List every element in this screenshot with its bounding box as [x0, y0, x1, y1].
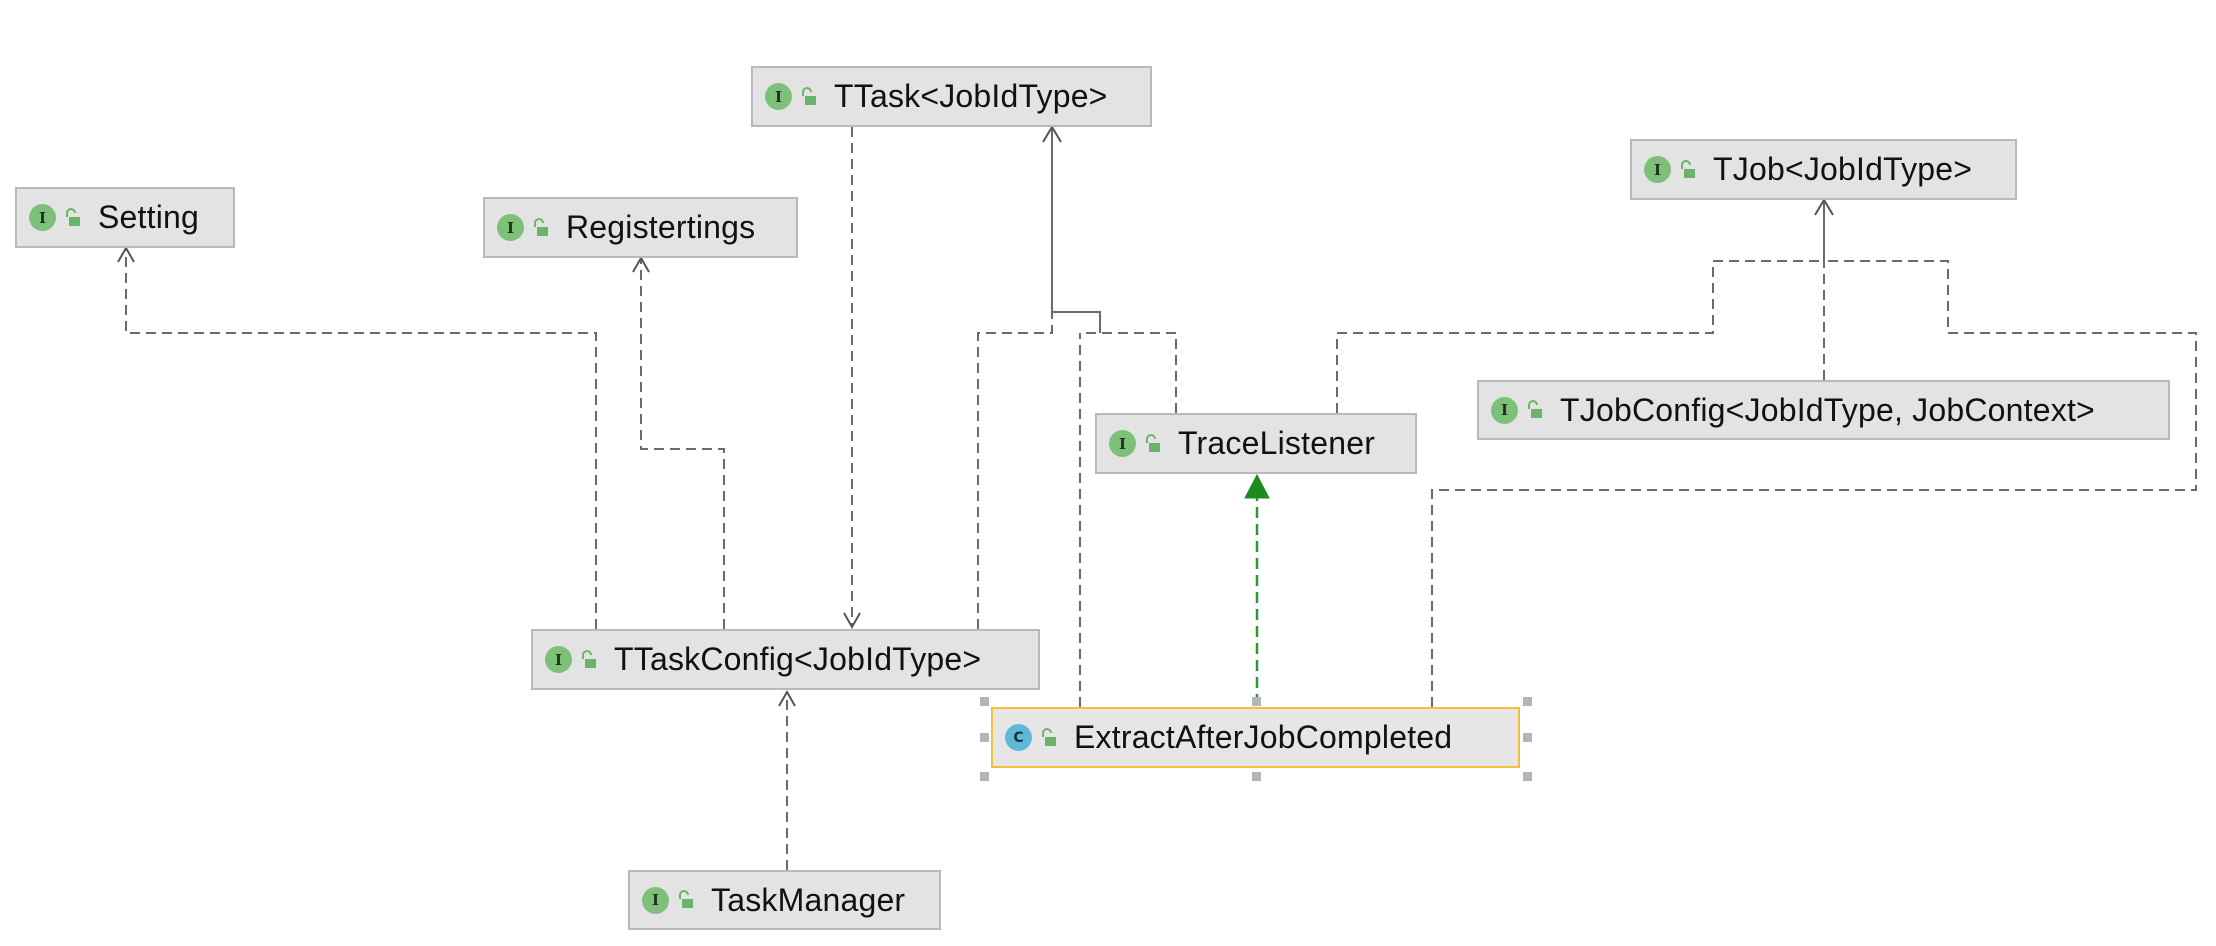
arrowhead-ttask — [1042, 125, 1062, 143]
interface-icon: I — [29, 204, 56, 231]
edge-extract-tjob — [1431, 260, 2197, 707]
resize-handle-bottom-right[interactable] — [1523, 772, 1532, 781]
edge-ttaskconfig-registertings — [640, 258, 725, 629]
interface-icon: I — [1491, 396, 1518, 424]
node-registertings[interactable]: I Registertings — [483, 197, 798, 258]
resize-handle-top-right[interactable] — [1523, 697, 1532, 706]
interface-icon: I — [497, 214, 524, 241]
public-visibility-icon — [1528, 400, 1542, 418]
edge-tracelistener-ttask — [1051, 127, 1101, 333]
public-visibility-icon — [679, 890, 693, 908]
node-label: TJobConfig<JobIdType, JobContext> — [1560, 391, 2095, 428]
node-label: TaskManager — [711, 881, 906, 918]
node-label: Registertings — [566, 209, 756, 245]
public-visibility-icon — [534, 217, 548, 236]
node-label: TTaskConfig<JobIdType> — [614, 641, 982, 677]
node-label: TraceListener — [1178, 425, 1376, 461]
node-tracelistener[interactable]: I TraceListener — [1095, 413, 1417, 474]
resize-handle-top-middle[interactable] — [1252, 697, 1261, 706]
interface-icon: I — [642, 886, 669, 914]
arrowhead-setting — [117, 245, 135, 263]
resize-handle-top-left[interactable] — [980, 697, 989, 706]
arrowhead-registertings — [632, 255, 650, 273]
edge-tracelistener-tjob — [1336, 260, 1824, 413]
node-label: ExtractAfterJobCompleted — [1074, 719, 1453, 755]
public-visibility-icon — [1681, 159, 1695, 178]
edge-ttaskconfig-ttask — [977, 312, 1053, 629]
edge-ttaskconfig-setting — [125, 248, 597, 629]
resize-handle-bottom-middle[interactable] — [1252, 772, 1261, 781]
node-tjob[interactable]: I TJob<JobIdType> — [1630, 139, 2017, 200]
interface-icon: I — [545, 646, 572, 673]
node-ttaskconfig[interactable]: I TTaskConfig<JobIdType> — [531, 629, 1040, 690]
class-icon: C — [1005, 724, 1032, 751]
resize-handle-bottom-left[interactable] — [980, 772, 989, 781]
public-visibility-icon — [1146, 433, 1160, 452]
public-visibility-icon — [802, 86, 816, 105]
node-tjobconfig[interactable]: I TJobConfig<JobIdType, JobContext> — [1477, 380, 2170, 440]
interface-icon: I — [1109, 430, 1136, 457]
interface-icon: I — [1644, 156, 1671, 183]
arrowhead-ttaskconfig-bottom — [778, 689, 796, 707]
arrowhead-tracelistener — [1244, 473, 1270, 499]
node-label: TJob<JobIdType> — [1713, 151, 1973, 187]
node-label: Setting — [98, 199, 200, 235]
resize-handle-middle-left[interactable] — [980, 733, 989, 742]
public-visibility-icon — [582, 649, 596, 668]
node-setting[interactable]: I Setting — [15, 187, 235, 248]
public-visibility-icon — [1042, 727, 1056, 746]
node-label: TTask<JobIdType> — [834, 78, 1108, 114]
node-extract-after-job-completed[interactable]: C ExtractAfterJobCompleted — [991, 707, 1520, 768]
public-visibility-icon — [66, 207, 80, 226]
edge-tracelistener-stub — [1080, 332, 1177, 413]
node-taskmanager[interactable]: I TaskManager — [628, 870, 941, 930]
interface-icon: I — [765, 83, 792, 110]
arrowhead-tjob — [1814, 198, 1834, 216]
node-ttask[interactable]: I TTask<JobIdType> — [751, 66, 1152, 127]
arrowhead-ttaskconfig — [843, 612, 861, 630]
resize-handle-middle-right[interactable] — [1523, 733, 1532, 742]
